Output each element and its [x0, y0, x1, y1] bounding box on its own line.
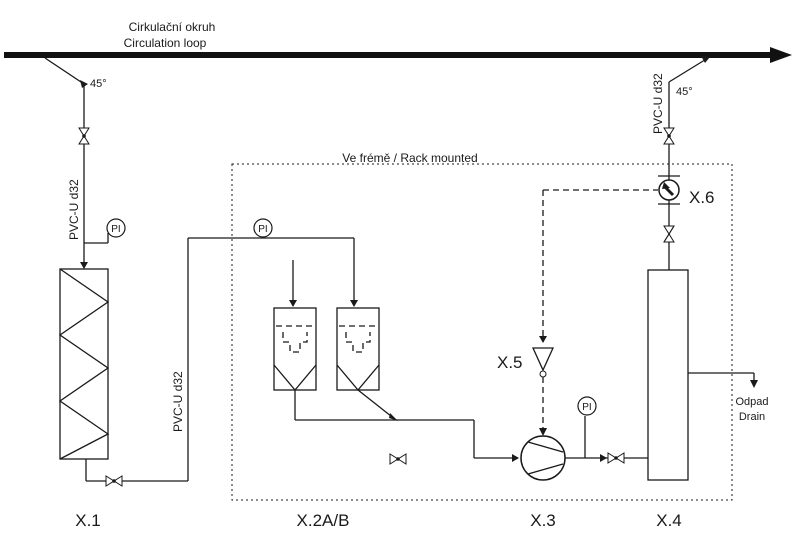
angle-right-label: 45° [676, 86, 693, 98]
x3-pump [520, 435, 566, 481]
pi-pump-gauge [577, 396, 597, 416]
x4-label: X.4 [656, 511, 682, 530]
x1-outlet-valve [105, 475, 123, 487]
filter-b [336, 307, 380, 392]
pi-left-label: PI [111, 224, 120, 235]
drain-pipe [688, 372, 758, 388]
pi-top-gauge [253, 218, 273, 238]
x2-label: X.2A/B [297, 511, 350, 530]
x6-flow-meter [658, 175, 680, 205]
loop-label-en: Circulation loop [124, 36, 207, 50]
x1-outlet-pipe [85, 237, 354, 482]
x1-column [58, 268, 110, 460]
angle-left-label: 45° [90, 78, 107, 90]
pipe-label-right: PVC-U d32 [651, 73, 665, 134]
rack-frame-label: Ve frémě / Rack mounted [342, 151, 477, 165]
x5-dosing-valve [531, 347, 555, 378]
rack-frame [231, 163, 733, 501]
pipe-label-middle: PVC-U d32 [171, 371, 185, 432]
circulation-loop [4, 47, 792, 63]
loop-label-cz: Cirkulační okruh [129, 20, 216, 34]
loop-arrow-head [770, 47, 792, 63]
bypass-valve [389, 453, 407, 465]
x6-label: X.6 [689, 188, 715, 207]
pi-top-label: PI [258, 224, 267, 235]
drain-label-cz: Odpad [735, 396, 768, 408]
left-branch-pipe [44, 57, 88, 268]
signal-line [539, 189, 658, 436]
x1-label: X.1 [75, 511, 101, 530]
x3-label: X.3 [530, 511, 556, 530]
drain-label-en: Drain [739, 411, 765, 423]
filter-inlets [289, 238, 358, 307]
pump-outlet-valve [600, 452, 625, 464]
right-lower-valve [663, 225, 675, 243]
pump-outlet-pipe [565, 416, 648, 459]
right-top-valve [663, 127, 675, 145]
pipe-label-left: PVC-U d32 [67, 179, 81, 240]
x1-inlet-arrow [80, 262, 88, 269]
filter-outlet-pipes [294, 389, 519, 462]
pi-pump-label: PI [582, 402, 591, 413]
x5-label: X.5 [497, 353, 523, 372]
filter-a [273, 307, 317, 392]
pi-left-gauge [84, 218, 126, 244]
x4-column [647, 269, 689, 481]
left-valve [78, 127, 90, 145]
